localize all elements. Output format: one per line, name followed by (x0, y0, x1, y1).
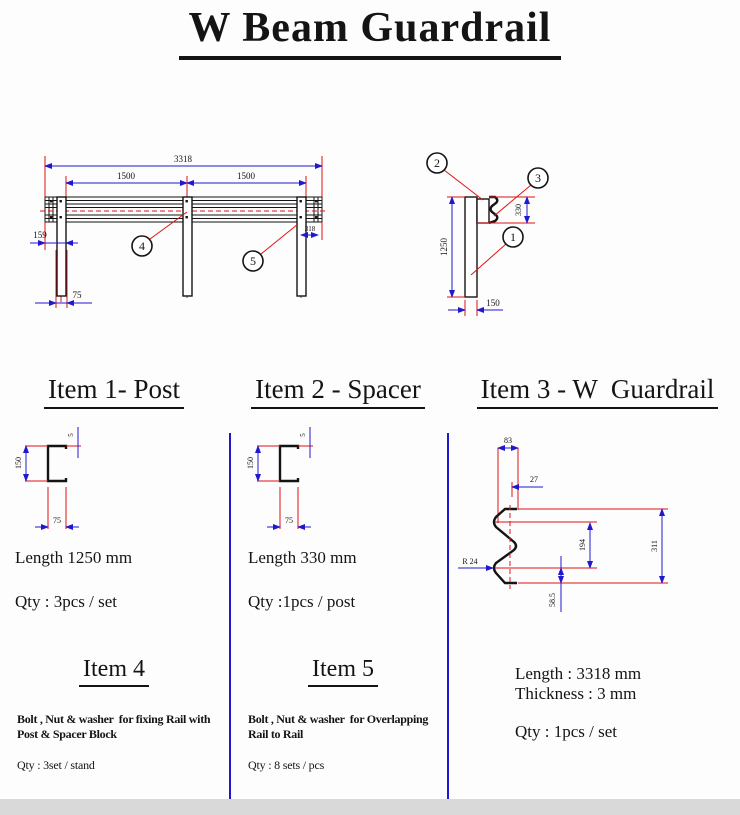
item1-qty: Qty : 3pcs / set (15, 592, 117, 611)
item5-heading-wrap: Item 5 (240, 656, 446, 687)
item2-length: Length 330 mm (248, 548, 357, 567)
section-svg: 1250 330 150 2 3 (426, 152, 549, 316)
item3-drawing: 83 27 194 311 R 24 (455, 430, 690, 625)
post-right (296, 196, 307, 297)
item1-length: Length 1250 mm (15, 548, 133, 567)
item1-dim-width-label: 75 (53, 516, 61, 525)
section-geometry (464, 195, 499, 298)
dim-total-label: 3318 (174, 154, 193, 164)
item3-dim-311-label: 311 (650, 540, 659, 552)
dim-1250-label: 1250 (439, 238, 449, 257)
item2-dim-width-label: 75 (285, 516, 293, 525)
divider-left (229, 433, 231, 813)
callout-5-label: 5 (250, 254, 256, 268)
item2-dimensions: 150 5 75 (246, 427, 313, 530)
item3-dim-585-label: 58.5 (548, 593, 557, 607)
scan-edge (0, 799, 740, 815)
item4-qty: Qty : 3set / stand (17, 758, 95, 772)
item3-heading-wrap: Item 3 - W Guardrail (455, 374, 740, 409)
item3-qty: Qty : 1pcs / set (515, 722, 617, 741)
item3-length: Length : 3318 mm (515, 664, 642, 683)
item1-dim-thickness-label: 5 (67, 433, 75, 437)
item3-dim-83-label: 83 (504, 436, 512, 445)
callout-3: 3 (493, 167, 549, 217)
item4-heading: Item 4 (79, 656, 149, 687)
item1-svg: 150 5 75 (14, 427, 81, 530)
callout-2: 2 (426, 152, 484, 201)
item3-svg: 83 27 194 311 R 24 (458, 436, 668, 612)
post-middle (182, 196, 193, 297)
item4-heading-wrap: Item 4 (0, 656, 228, 687)
posts (56, 196, 307, 297)
item2-qty: Qty :1pcs / post (248, 592, 356, 611)
item5-heading: Item 5 (308, 656, 378, 687)
item5-qty: Qty : 8 sets / pcs (248, 758, 325, 772)
callout-2-circle (426, 152, 448, 174)
callout-1-label: 1 (510, 230, 516, 244)
item2-heading: Item 2 - Spacer (251, 374, 425, 409)
item3-dim-27-label: 27 (530, 475, 538, 484)
dim-overlap-label: 318 (305, 225, 316, 233)
dim-330-label: 330 (514, 204, 523, 216)
callout-2-label: 2 (434, 156, 440, 170)
section-w-profile (488, 195, 499, 225)
section-dimensions: 1250 330 150 (439, 196, 535, 316)
divider-right (447, 433, 449, 813)
callout-4-label: 4 (139, 239, 145, 253)
item1-drawing: 150 5 75 (5, 415, 120, 540)
callout-3-label: 3 (535, 171, 541, 185)
item5-desc-line1: Bolt , Nut & washer for Overlapping (248, 712, 429, 726)
callout-1: 1 (470, 226, 524, 276)
callout-4: 4 (131, 211, 188, 257)
callout-3-circle (527, 167, 549, 189)
item2-heading-wrap: Item 2 - Spacer (230, 374, 446, 409)
item2-dim-height-label: 150 (246, 457, 255, 469)
item1-heading: Item 1- Post (44, 374, 184, 409)
dim-post-width-label: 75 (73, 290, 83, 300)
channel-profile (278, 444, 300, 483)
section-drawing: 1250 330 150 2 3 (415, 140, 615, 325)
item3-heading: Item 3 - W Guardrail (476, 374, 719, 409)
item2-drawing: 150 5 75 (237, 415, 352, 540)
dim-span-left-label: 1500 (117, 171, 136, 181)
item1-dim-height-label: 150 (14, 457, 23, 469)
item4-desc-line2: Post & Spacer Block (17, 727, 117, 741)
item1-heading-wrap: Item 1- Post (0, 374, 228, 409)
elevation-svg: 3318 1500 1500 159 75 318 4 (30, 154, 326, 308)
item3-thickness: Thickness : 3 mm (515, 684, 637, 703)
item3-dimensions-top: 83 27 (497, 436, 543, 523)
callout-1-circle (502, 226, 524, 248)
elevation-drawing: 3318 1500 1500 159 75 318 4 (10, 140, 365, 330)
item2-dim-thickness-label: 5 (299, 433, 307, 437)
w-beam-profile (492, 507, 518, 585)
dim-span-right-label: 1500 (237, 171, 256, 181)
item3-dimensions-right: 194 311 (495, 508, 668, 584)
title-block: W Beam Guardrail (0, 4, 740, 60)
dimension-lines: 3318 1500 1500 159 75 318 (30, 154, 323, 306)
item3-dim-194-label: 194 (578, 539, 587, 551)
item2-svg: 150 5 75 (246, 427, 313, 530)
channel-profile (46, 444, 68, 483)
callout-5: 5 (242, 223, 299, 272)
post-left (56, 196, 67, 297)
item5-desc-line2: Rail to Rail (248, 727, 304, 741)
callout-5-circle (242, 250, 264, 272)
item1-dimensions: 150 5 75 (14, 427, 81, 530)
callout-4-circle (131, 235, 153, 257)
dim-offset-label: 159 (33, 230, 47, 240)
item3-dimension-radius: R 24 (458, 557, 494, 571)
item3-dim-radius-label: R 24 (462, 557, 477, 566)
dim-150-label: 150 (486, 298, 500, 308)
section-spacer (476, 198, 490, 224)
page-title: W Beam Guardrail (178, 4, 562, 60)
item4-desc-line1: Bolt , Nut & washer for fixing Rail with (17, 712, 211, 726)
section-post (464, 196, 478, 298)
bolt-dots (50, 200, 318, 219)
item3-dimension-585: 58.5 (548, 556, 564, 612)
